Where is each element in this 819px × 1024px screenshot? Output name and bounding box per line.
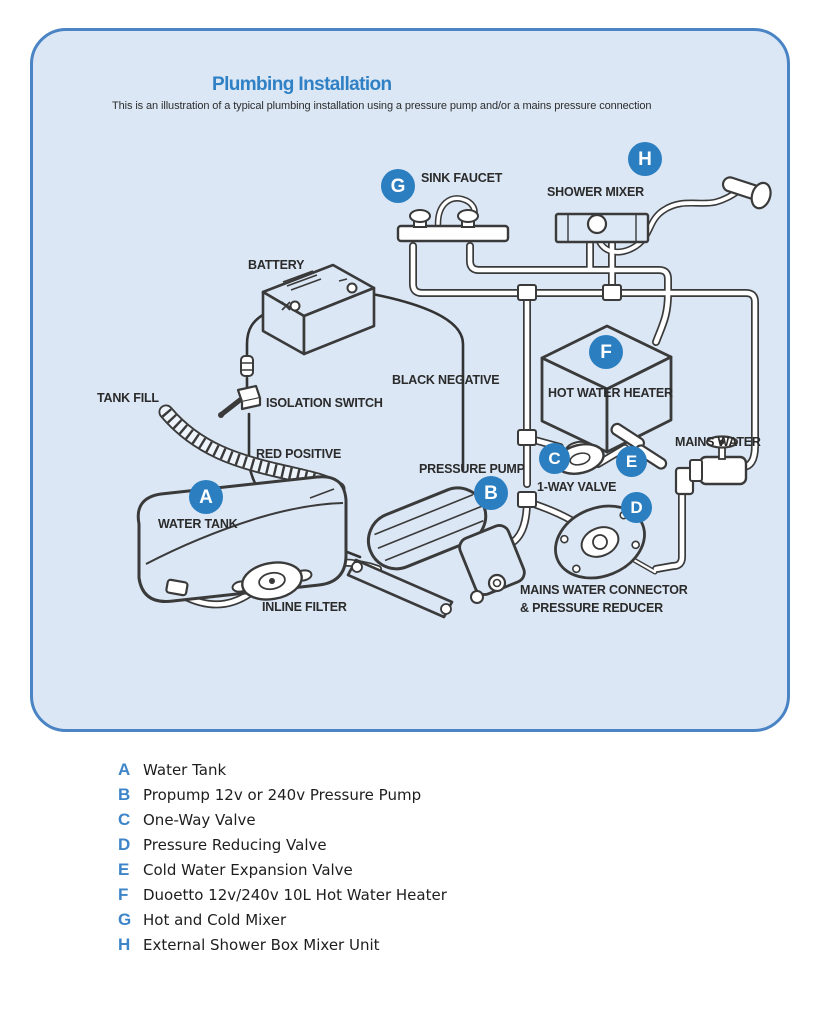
legend-item-f: F Duoetto 12v/240v 10L Hot Water Heater	[118, 885, 447, 910]
legend-letter-a: A	[118, 760, 131, 779]
label-one-way-valve: 1-WAY VALVE	[537, 480, 617, 494]
marker-sink-mixer: G	[381, 169, 415, 203]
legend-label-e: Cold Water Expansion Valve	[143, 861, 353, 879]
legend-label-b: Propump 12v or 240v Pressure Pump	[143, 786, 422, 804]
page-subtitle: This is an illustration of a typical plu…	[112, 100, 652, 112]
marker-one-way-valve: C	[539, 443, 570, 474]
label-water-tank: WATER TANK	[158, 517, 238, 531]
legend-item-b: B Propump 12v or 240v Pressure Pump	[118, 785, 421, 810]
legend-letter-g: G	[118, 910, 132, 929]
legend-item-e: E Cold Water Expansion Valve	[118, 860, 353, 885]
label-inline-filter: INLINE FILTER	[262, 600, 347, 614]
label-battery: BATTERY	[248, 258, 305, 272]
label-black-negative: BLACK NEGATIVE	[392, 373, 500, 387]
legend-letter-h: H	[118, 935, 131, 954]
label-hot-water-heater: HOT WATER HEATER	[548, 386, 673, 400]
label-red-positive: RED POSITIVE	[256, 447, 342, 461]
legend-item-g: G Hot and Cold Mixer	[118, 910, 286, 935]
legend-letter-e: E	[118, 860, 130, 879]
legend-letter-b: B	[118, 785, 131, 804]
marker-hot-water-heater: F	[589, 335, 623, 369]
label-mains-connector-line2: & PRESSURE REDUCER	[520, 601, 663, 615]
legend-item-d: D Pressure Reducing Valve	[118, 835, 327, 860]
label-shower-mixer: SHOWER MIXER	[547, 185, 644, 199]
legend-item-h: H External Shower Box Mixer Unit	[118, 935, 380, 960]
page-title: Plumbing Installation	[212, 74, 392, 95]
legend-item-a: A Water Tank	[118, 760, 226, 785]
legend-label-f: Duoetto 12v/240v 10L Hot Water Heater	[143, 886, 447, 904]
label-tank-fill: TANK FILL	[97, 391, 159, 405]
legend-label-h: External Shower Box Mixer Unit	[143, 936, 380, 954]
marker-shower-mixer: H	[628, 142, 662, 176]
legend-letter-d: D	[118, 835, 131, 854]
legend-label-c: One-Way Valve	[143, 811, 256, 829]
marker-water-tank: A	[189, 480, 223, 514]
marker-expansion-valve: E	[616, 446, 647, 477]
legend-item-c: C One-Way Valve	[118, 810, 256, 835]
label-mains-connector-line1: MAINS WATER CONNECTOR	[520, 583, 688, 597]
legend-label-d: Pressure Reducing Valve	[143, 836, 327, 854]
label-mains-water: MAINS WATER	[675, 435, 761, 449]
legend-label-g: Hot and Cold Mixer	[143, 911, 287, 929]
marker-pressure-reducing-valve: D	[621, 492, 652, 523]
marker-pressure-pump: B	[474, 476, 508, 510]
legend-letter-c: C	[118, 810, 131, 829]
label-sink-faucet: SINK FAUCET	[421, 171, 503, 185]
label-isolation-switch: ISOLATION SWITCH	[266, 396, 383, 410]
legend-label-a: Water Tank	[143, 761, 227, 779]
legend-letter-f: F	[118, 885, 129, 904]
label-pressure-pump: PRESSURE PUMP	[419, 462, 525, 476]
